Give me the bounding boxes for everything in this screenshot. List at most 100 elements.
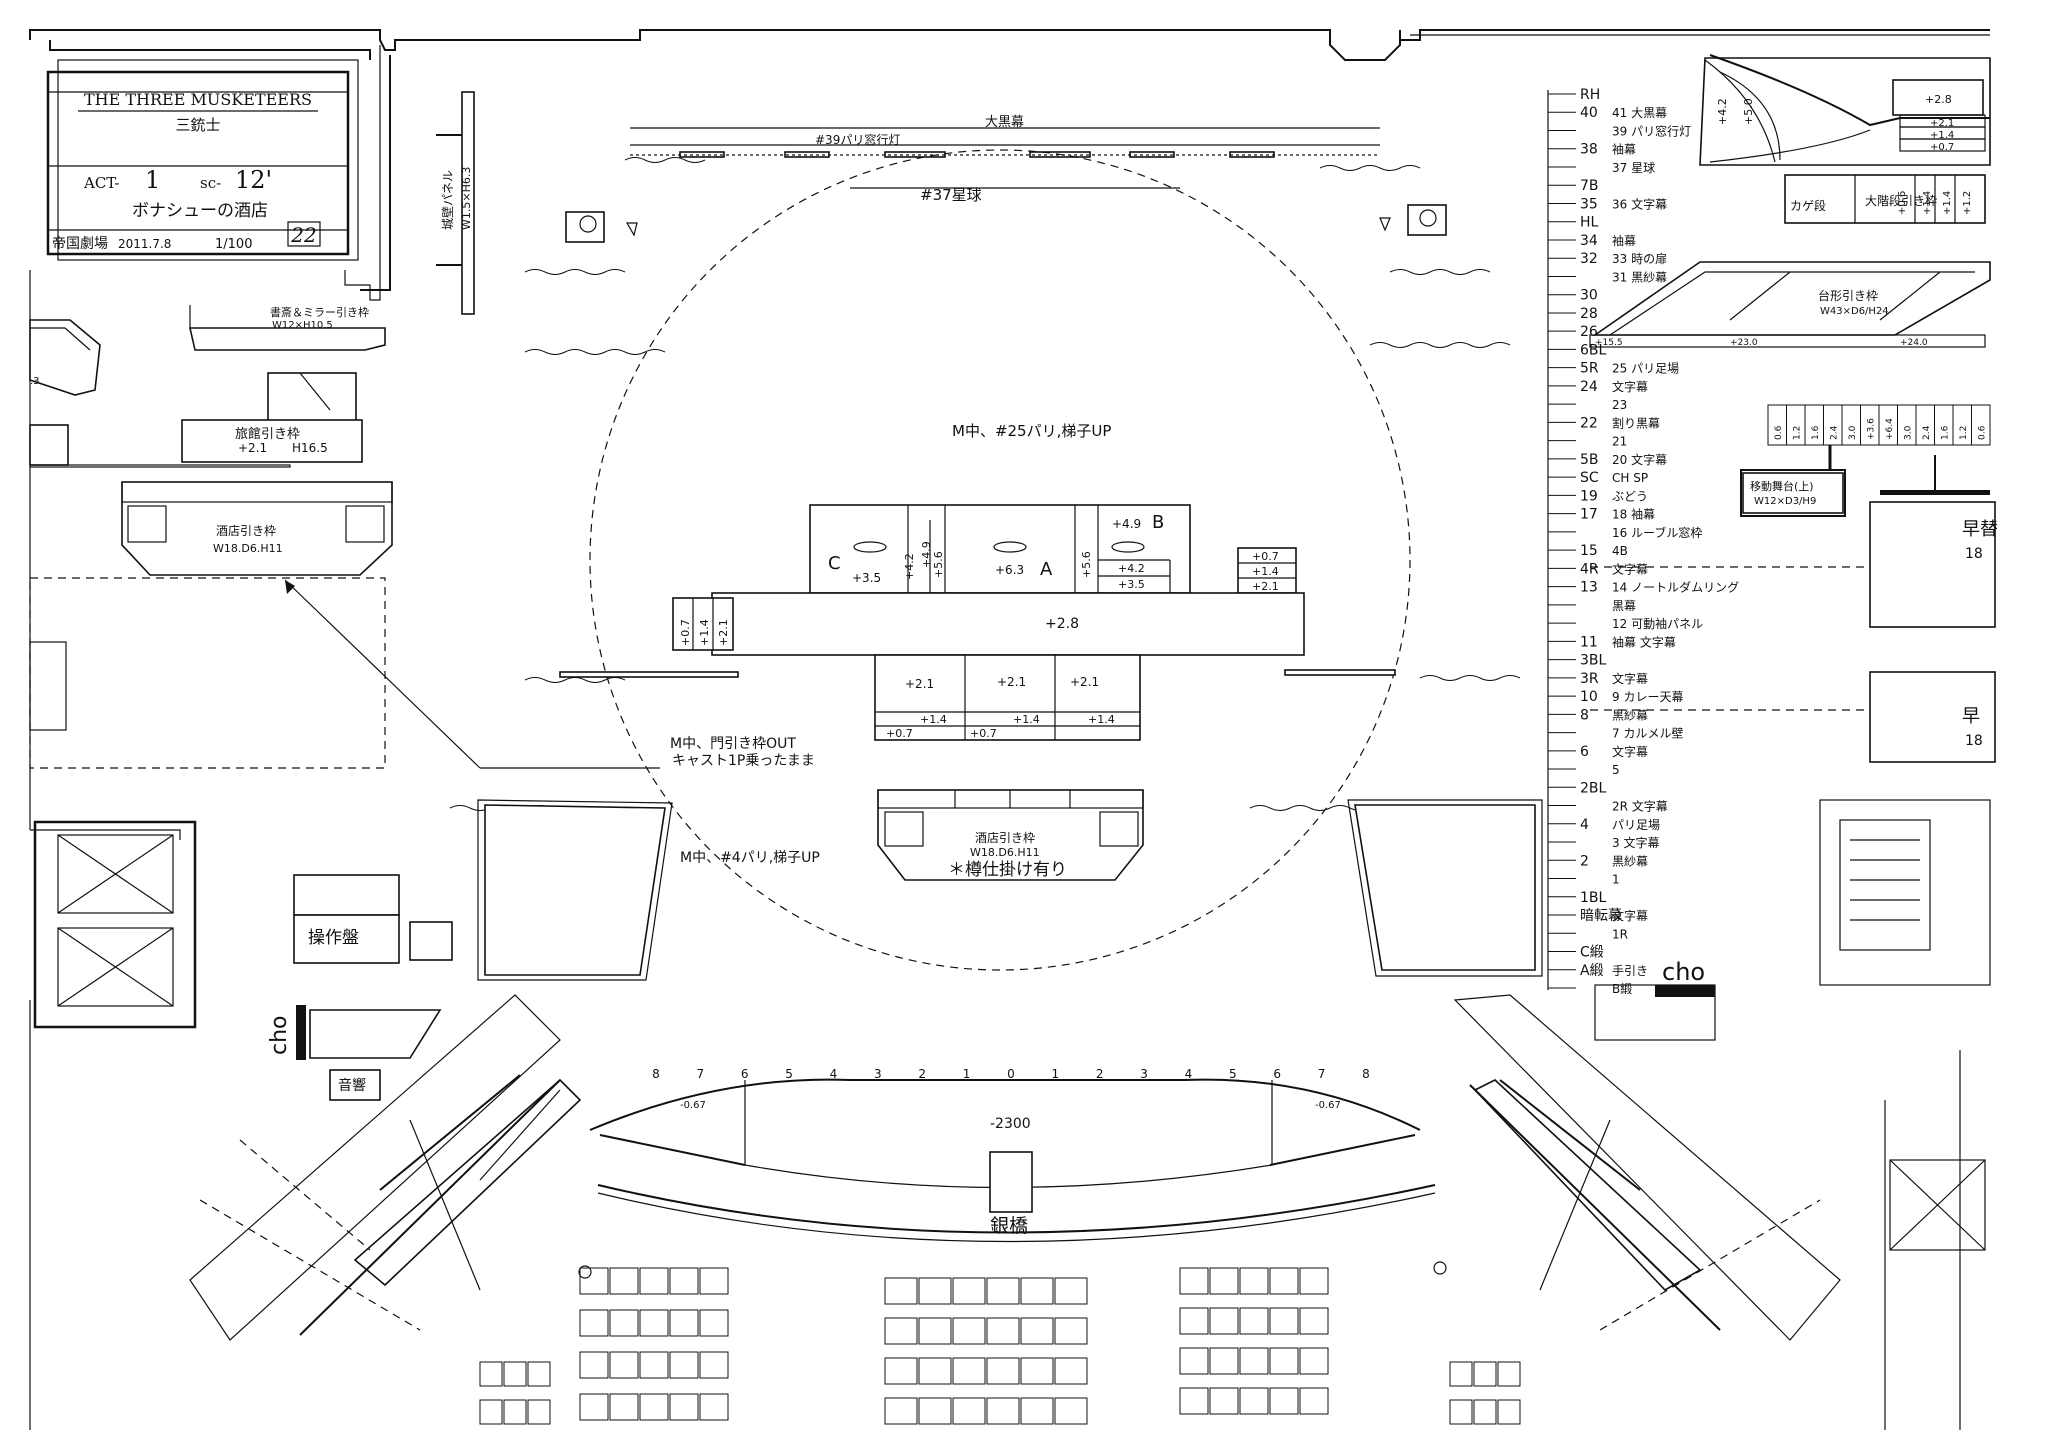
rigging-number: 28: [1580, 306, 1598, 322]
rigging-name: 3 文字幕: [1612, 835, 1659, 850]
rigging-name: 9 カレー天幕: [1612, 690, 1683, 704]
rigging-name: 20 文字幕: [1612, 452, 1667, 467]
left-units: .3 書斎＆ミラー引き枠 W12×H10.5 旅館引き枠 +2.1 H16.5 …: [29, 305, 453, 1101]
platform-left: +15.5: [1595, 338, 1623, 348]
stair-top: +2.8: [1925, 93, 1952, 106]
rigging-number: SC: [1580, 470, 1599, 486]
orchestra-marker: 6: [1273, 1067, 1281, 1081]
leader-arrow: [285, 580, 295, 594]
rigging-number: 3R: [1580, 671, 1599, 687]
rigging-name: 36 文字幕: [1612, 196, 1667, 211]
rigging-name: 1R: [1612, 927, 1628, 941]
rigging-number: 13: [1580, 580, 1598, 596]
rigging-name: 割り黒幕: [1612, 415, 1660, 430]
rigging-name: 文字幕: [1612, 561, 1648, 576]
rigging-number: 5R: [1580, 361, 1599, 377]
rigging-number: 暗転幕: [1580, 908, 1622, 924]
rigging-name: 41 大黒幕: [1612, 106, 1667, 120]
rigging-number: 7B: [1580, 178, 1599, 194]
step-height: +3.6: [1867, 418, 1877, 440]
mirror-wagon-label: 書斎＆ミラー引き枠: [270, 305, 369, 319]
paris-window-label: #39パリ窓行灯: [815, 132, 900, 147]
sc-number: 12': [235, 166, 272, 194]
rigging-name: 5: [1612, 763, 1620, 777]
block-a-height: +6.3: [995, 563, 1024, 577]
orchestra-marker: 6: [741, 1067, 749, 1081]
rigging-number: 24: [1580, 379, 1598, 395]
left-step-0-7: +0.7: [679, 619, 692, 646]
rigging-name: 黒紗幕: [1612, 708, 1648, 722]
castle-panel: 城壁パネル W1.5×H6.3: [436, 91, 475, 315]
rigging-name: 25 パリ足場: [1612, 362, 1679, 376]
rigging-number: 3BL: [1580, 653, 1607, 669]
orchestra-marker: 7: [697, 1067, 705, 1081]
orchestra-marker: 8: [1362, 1067, 1370, 1081]
rigging-number: 4R: [1580, 561, 1599, 577]
orchestra-marker: 4: [830, 1067, 838, 1081]
inn-wagon-height: +2.1: [238, 441, 267, 455]
lower-note: M中、#4パリ,梯子UP: [680, 850, 820, 866]
rigging-number: 11: [1580, 634, 1598, 650]
rigging-name: 2R 文字幕: [1612, 799, 1668, 814]
stair-step-2: +1.4: [1930, 130, 1954, 141]
rigging-number: 35: [1580, 196, 1598, 212]
kage-label: カゲ段: [1790, 198, 1826, 213]
stair-step-1: +2.1: [1930, 118, 1954, 129]
block-b-height: +4.9: [1112, 517, 1141, 531]
orchestra-right-edge: -0.67: [1315, 1100, 1341, 1111]
left-step-1-4: +1.4: [698, 619, 711, 646]
step-height: 2.4: [1830, 425, 1840, 440]
cho-left-bar: [296, 1005, 306, 1060]
orchestra-marker: 3: [874, 1067, 882, 1081]
rigging-name: ぶどう: [1612, 489, 1648, 503]
side-walls: [477, 799, 1543, 981]
lower-1-4-c: +1.4: [1088, 713, 1115, 726]
orchestra-marker: 2: [918, 1067, 926, 1081]
block-c-height: +3.5: [852, 571, 881, 585]
step-height: +6.4: [1885, 418, 1895, 440]
orchestra-marker: 8: [652, 1067, 660, 1081]
platform-mid: +23.0: [1730, 338, 1758, 348]
orchestra-marker: 5: [785, 1067, 793, 1081]
act-number: 1: [145, 166, 160, 194]
rigging-number: 1BL: [1580, 890, 1607, 906]
rigging-number: 17: [1580, 507, 1598, 523]
rigging-name: 31 黒紗幕: [1612, 270, 1667, 284]
moving-stage-dim: W12×D3/H9: [1754, 496, 1816, 507]
lower-2-1-b: +2.1: [997, 675, 1026, 689]
right-step-0-7: +0.7: [1252, 550, 1279, 563]
step-3-5-b: +3.5: [1118, 578, 1145, 591]
rigging-number: 5B: [1580, 452, 1599, 468]
rigging-number: 26: [1580, 324, 1598, 340]
rigging-name: 39 パリ窓行灯: [1612, 123, 1691, 138]
rigging-name: 袖幕: [1612, 142, 1636, 157]
scale: 1/100: [215, 237, 252, 252]
step-height: 0.6: [1978, 425, 1988, 440]
center-note: M中、#25パリ,梯子UP: [952, 422, 1111, 440]
rigging-number: 34: [1580, 233, 1598, 249]
rigging-name: 黒紗幕: [1612, 854, 1648, 868]
rigging-name: 1: [1612, 873, 1620, 887]
rigging-number: 2: [1580, 853, 1589, 869]
big-black-label: 大黒幕: [985, 115, 1024, 130]
title-jp: 三銃士: [175, 116, 220, 134]
rigging-number: 2BL: [1580, 780, 1607, 796]
rigging-number: 6BL: [1580, 342, 1607, 358]
lower-0-7-a: +0.7: [886, 727, 913, 740]
venue: 帝国劇場: [52, 236, 108, 252]
bar-wagon-dim: W18.D6.H11: [213, 542, 283, 555]
downstage-wagon-dim: W18.D6.H11: [970, 846, 1040, 859]
center-set: C +3.5 A +6.3 B +4.9 +4.2 +4.9 +5.6 +5.6…: [672, 504, 1305, 741]
turntable-circle: [589, 149, 1411, 971]
act-label: ACT-: [83, 174, 119, 192]
rigging-number: 32: [1580, 251, 1598, 267]
rigging-number: 15: [1580, 543, 1598, 559]
title-en: THE THREE MUSKETEERS: [84, 90, 312, 109]
castle-panel-dim: W1.5×H6.3: [460, 167, 473, 230]
step-4-9: +4.9: [920, 541, 933, 568]
right-rail: [1284, 669, 1396, 676]
